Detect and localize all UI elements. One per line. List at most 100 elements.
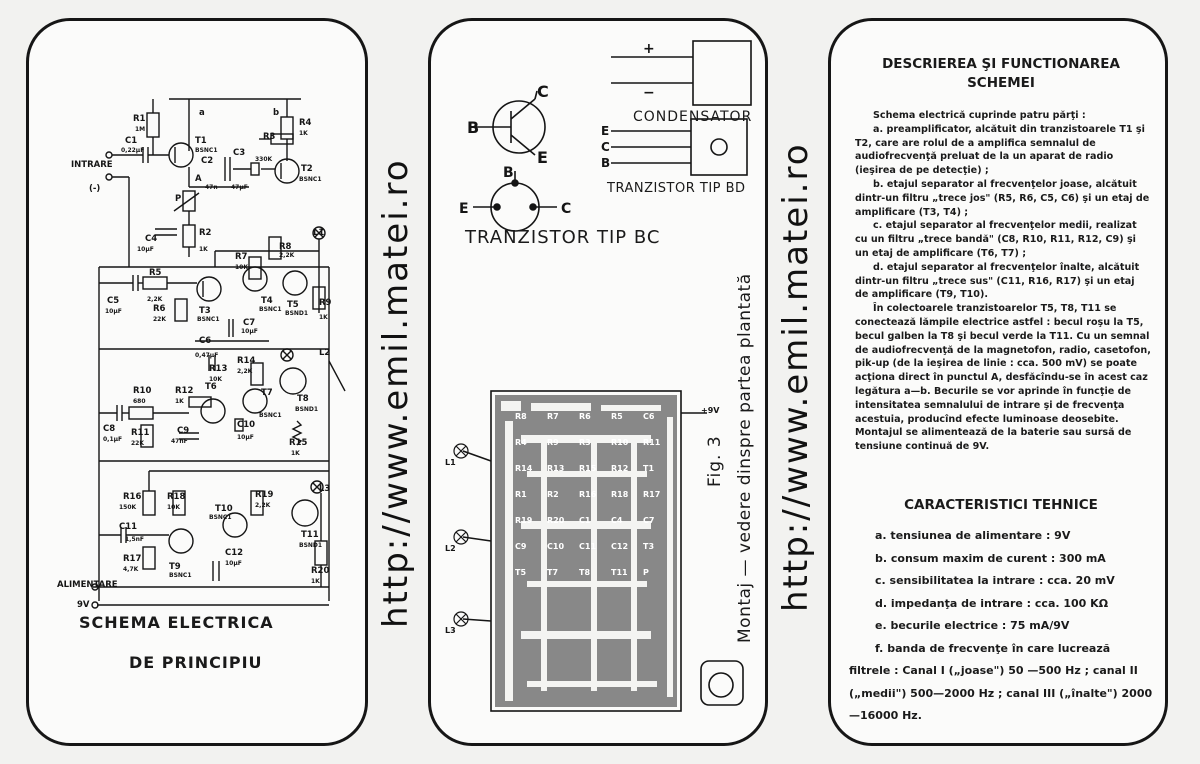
label-R10: R10 [133, 386, 151, 396]
pcb-component-label: C7 [643, 516, 654, 525]
label-C6: C6 [199, 336, 211, 346]
schematic-title-line2: DE PRINCIPIU [129, 653, 263, 672]
label-minus: (-) [89, 184, 100, 194]
label-T3: T3 [199, 306, 211, 316]
bc-pinout-b: B [503, 165, 514, 181]
label-T9: T9 [169, 562, 181, 572]
pcb-component-label: C1 [579, 516, 591, 525]
label-R18: R18 [167, 492, 185, 502]
label-L1: L1 [313, 228, 324, 238]
watermark-url-2[interactable]: http://www.emil.matei.ro [776, 142, 816, 613]
label-L2: L2 [319, 348, 330, 358]
characteristics-list: a. tensiunea de alimentare : 9V b. consu… [849, 525, 1153, 728]
schematic-panel: INTRARE (-) ALIMENTARE 9V a b A P R1 1M … [26, 18, 368, 746]
characteristic-item: a. tensiunea de alimentare : 9V [875, 529, 1071, 542]
label-R5: R5 [149, 268, 162, 278]
value-R15: 1K [291, 450, 300, 457]
type-T4: BSNC1 [259, 306, 282, 313]
characteristic-item: c. sensibilitatea la intrare : cca. 20 m… [875, 574, 1115, 587]
label-P: P [175, 194, 181, 204]
value-C2: 47n [205, 184, 218, 191]
pcb-component-label: R1 [515, 490, 527, 499]
characteristic-item: d. impedanţa de intrare : cca. 100 KΩ [875, 596, 1109, 610]
pcb-component-label: T1 [643, 464, 654, 473]
bd-pin-b: B [601, 156, 610, 170]
pcb-lamp-l3: L3 [445, 626, 456, 635]
value-R19: 2,2K [255, 502, 271, 509]
pcb-component-label: R12 [611, 464, 628, 473]
label-R8: R8 [279, 242, 292, 252]
pcb-component-label: R16 [579, 490, 597, 499]
value-R2: 1K [199, 246, 208, 253]
bd-pin-c: C [601, 140, 610, 154]
description-paragraph: d. etajul separator al frecvenţelor înal… [855, 261, 1140, 301]
value-C9: 47nF [171, 438, 188, 445]
pcb-component-label: R17 [643, 490, 660, 499]
label-T1: T1 [195, 136, 207, 146]
figure-number: Fig. 3 [705, 435, 725, 487]
schematic-title-line1: SCHEMA ELECTRICA [79, 613, 274, 632]
label-C11: C11 [119, 522, 137, 532]
pcb-component-label: R19 [515, 516, 533, 525]
value-R6: 22K [153, 316, 166, 323]
description-paragraph: În colectoarele tranzistoarelor T5, T8, … [855, 303, 1151, 453]
condensator-label: CONDENSATOR [633, 109, 753, 125]
value-R13: 10K [209, 376, 222, 383]
value-C8: 0,1μF [103, 436, 122, 443]
label-alimentare: ALIMENTARE [57, 580, 118, 590]
label-R12: R12 [175, 386, 193, 396]
description-paragraph: c. etajul separator al frecvenţelor medi… [855, 220, 1137, 259]
watermark-url-1[interactable]: http://www.emil.matei.ro [376, 158, 416, 629]
label-T11: T11 [301, 530, 319, 540]
pcb-component-label: P [643, 568, 649, 577]
label-T5: T5 [287, 300, 299, 310]
value-C10: 10μF [237, 434, 254, 441]
characteristic-item: b. consum maxim de curent : 300 mA [875, 551, 1106, 565]
pcb-component-label: C11 [579, 542, 596, 551]
value-R3: 330K [255, 156, 273, 163]
tranzistor-bd-label: TRANZISTOR TIP BD [607, 181, 746, 196]
figure-caption: Montaj — vedere dinspre partea plantată [735, 273, 755, 643]
value-C3: 47μF [231, 184, 248, 191]
label-C2: C2 [201, 156, 213, 166]
value-R4: 1K [299, 130, 308, 137]
characteristic-item: e. becurile electrice : 75 mA/9V [875, 619, 1070, 632]
label-R7: R7 [235, 252, 248, 262]
label-C12: C12 [225, 548, 243, 558]
value-R11: 22K [131, 440, 144, 447]
bc-pin-c: C [537, 82, 549, 101]
label-R20: R20 [311, 566, 329, 576]
pcb-component-label: R3 [579, 438, 591, 447]
bd-pin-e: E [601, 124, 609, 138]
value-C5: 10μF [105, 308, 122, 315]
pcb-component-label: T11 [611, 568, 628, 577]
type-T10: BSNC1 [209, 514, 232, 521]
type-T7: BSNC1 [259, 412, 282, 419]
label-A: A [195, 174, 202, 184]
cap-minus: − [643, 85, 655, 101]
pcb-component-label: R11 [643, 438, 661, 447]
pcb-component-label: T8 [579, 568, 590, 577]
value-R1: 1M [135, 126, 145, 133]
type-T5: BSND1 [285, 310, 308, 317]
value-R20: 1K [311, 578, 320, 585]
description-title-line2: SCHEMEI [967, 75, 1035, 91]
label-T6: T6 [205, 382, 217, 392]
value-R9: 1K [319, 314, 328, 321]
type-T1: BSNC1 [195, 147, 218, 154]
type-T8: BSND1 [295, 406, 318, 413]
bc-pin-b: B [467, 118, 479, 137]
bc-pinout-e: E [459, 201, 469, 217]
pcb-component-label: R15 [579, 464, 597, 473]
pcb-component-label: R7 [547, 412, 559, 421]
label-T4: T4 [261, 296, 273, 306]
label-R11: R11 [131, 428, 149, 438]
value-C6: 0,47μF [195, 352, 218, 359]
value-R10: 680 [133, 398, 146, 405]
label-R3: R3 [263, 132, 276, 142]
label-R2: R2 [199, 228, 212, 238]
circuit-schematic: INTRARE (-) ALIMENTARE 9V a b A P R1 1M … [57, 98, 346, 610]
type-T2: BSNC1 [299, 176, 322, 183]
